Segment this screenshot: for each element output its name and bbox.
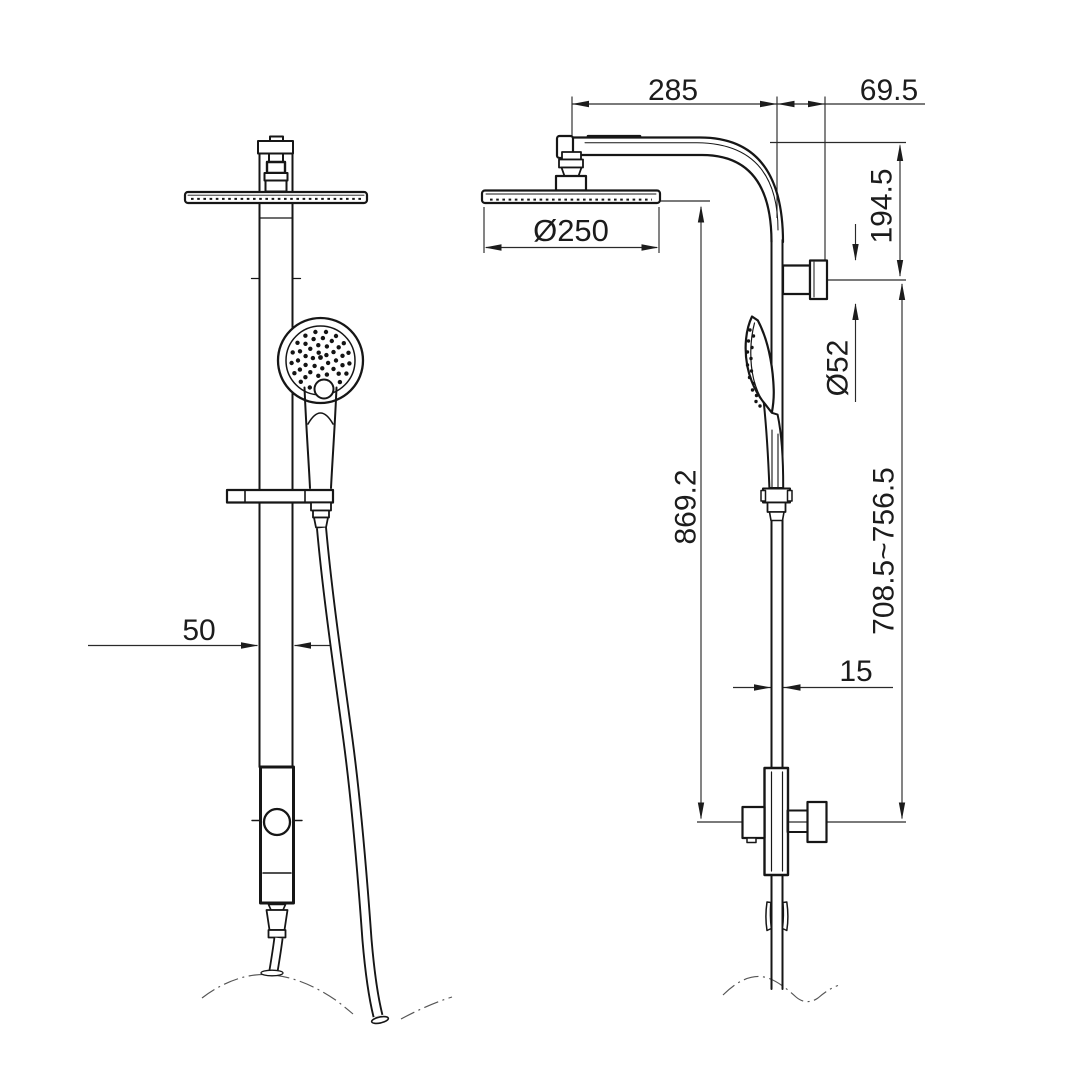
diverter-front-knob [741, 805, 766, 840]
front-slider-bracket [225, 488, 335, 529]
side-shower-arm [555, 134, 785, 244]
side-handheld-shower [744, 315, 793, 522]
dim-rain-head-diameter: Ø250 [533, 213, 609, 248]
dimension-lines [88, 96, 925, 823]
side-upper-wall-bracket [781, 259, 829, 301]
break-line-front [201, 973, 453, 1020]
handheld-nozzle-dots [289, 329, 352, 390]
handheld-side-nozzle-dots [745, 328, 762, 408]
front-rain-shower-head [183, 190, 369, 205]
break-lines [201, 973, 839, 1020]
dimension-arrows [241, 100, 906, 820]
front-view [183, 135, 390, 1025]
dim-wall-offset: 69.5 [860, 74, 918, 107]
front-handheld-shower [276, 316, 365, 489]
side-view [480, 134, 829, 990]
dim-column-width: 50 [182, 614, 215, 647]
front-shower-hose [316, 527, 390, 1025]
dim-bracket-span: 708.5~756.5 [868, 467, 901, 635]
front-top-finial [257, 135, 294, 193]
side-rail-column [770, 239, 784, 990]
dimension-labels: 285 69.5 194.5 Ø250 Ø52 869.2 708.5~756.… [182, 74, 918, 688]
side-rain-shower-head [480, 189, 662, 205]
front-diverter-control [251, 765, 303, 977]
dim-head-drop: 194.5 [866, 168, 899, 243]
handheld-mode-button [313, 378, 335, 400]
dim-rail-length: 869.2 [670, 469, 703, 544]
front-rail-column [250, 152, 302, 768]
side-lower-wall-bracket [741, 766, 828, 932]
break-line-side [722, 975, 839, 1003]
dim-column-depth: 15 [839, 655, 872, 688]
dim-rain-head-reach: 285 [648, 74, 698, 107]
dim-bracket-diameter: Ø52 [822, 340, 855, 397]
diverter-knob [262, 807, 292, 837]
